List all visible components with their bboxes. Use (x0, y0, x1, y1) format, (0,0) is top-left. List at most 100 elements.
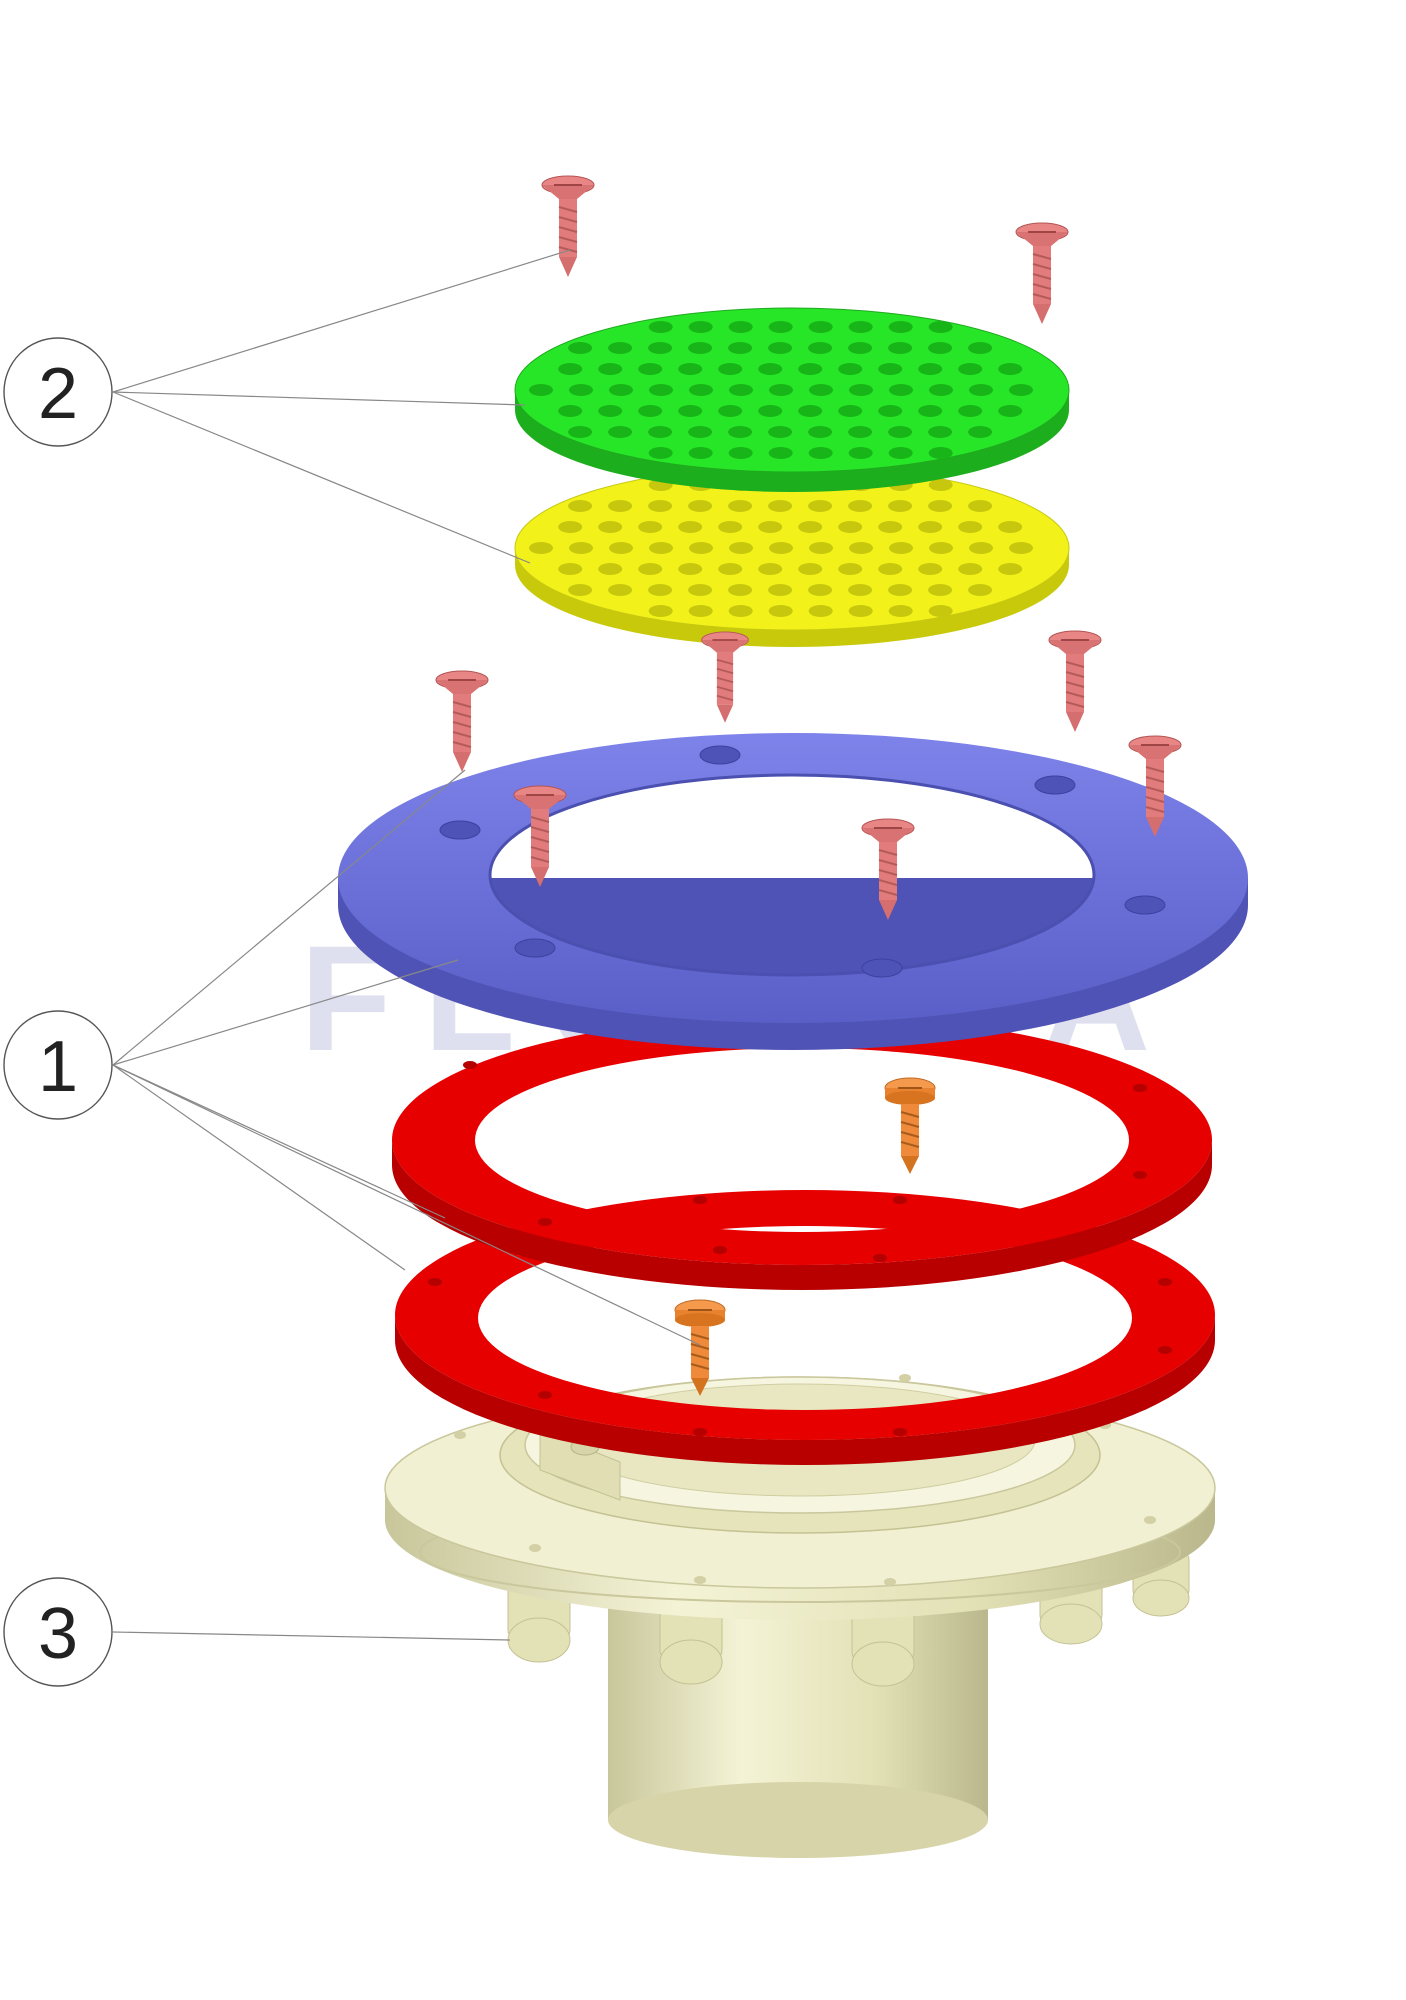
grate-hole (728, 321, 753, 333)
grate-hole (848, 321, 873, 333)
grate-hole (798, 563, 823, 575)
grate-hole (968, 426, 993, 438)
grate-hole (809, 384, 833, 396)
grate-hole (648, 426, 673, 438)
grate-hole (558, 521, 583, 533)
grate-hole (568, 426, 593, 438)
grate-hole (928, 479, 953, 491)
grate-hole (769, 384, 793, 396)
grate-hole (928, 342, 953, 354)
grate-hole (848, 584, 873, 596)
grate-hole (918, 405, 943, 417)
grate-hole (758, 563, 783, 575)
grate-hole (888, 605, 913, 617)
grate-hole (638, 563, 663, 575)
grate-hole (888, 321, 913, 333)
grate-hole (609, 384, 633, 396)
grate-hole (838, 563, 863, 575)
grate-hole (889, 384, 913, 396)
grate-hole (558, 405, 583, 417)
grate-hole (849, 384, 873, 396)
grate-hole (729, 542, 753, 554)
grate-hole (848, 342, 873, 354)
grate-hole (688, 321, 713, 333)
grate-hole (958, 363, 983, 375)
grate-hole (688, 500, 713, 512)
grate-hole (768, 426, 793, 438)
screw-icon-2 (1015, 222, 1069, 325)
grate-hole (648, 584, 673, 596)
grate-hole (768, 605, 793, 617)
gasket-lower (395, 1190, 1215, 1465)
grate-hole (768, 584, 793, 596)
grate-hole (838, 405, 863, 417)
grate-hole (998, 563, 1023, 575)
grate-hole (838, 363, 863, 375)
grate-hole (798, 521, 823, 533)
grate-hole (889, 542, 913, 554)
grate-hole (768, 321, 793, 333)
grate-hole (649, 542, 673, 554)
grate-hole (678, 563, 703, 575)
grate-hole (569, 542, 593, 554)
screw-icon-1 (541, 175, 595, 278)
grate-hole (718, 363, 743, 375)
grate-hole (928, 605, 953, 617)
grate-hole (798, 405, 823, 417)
grate-hole (798, 363, 823, 375)
grate-hole (678, 521, 703, 533)
grate-hole (848, 500, 873, 512)
grate-hole (918, 363, 943, 375)
grate-hole (529, 384, 553, 396)
grate-hole (529, 542, 553, 554)
screw-icon-9 (884, 1077, 936, 1175)
grate-hole (678, 363, 703, 375)
grate-hole (688, 426, 713, 438)
grate-hole (968, 342, 993, 354)
grate-hole (1009, 542, 1033, 554)
grate-hole (688, 447, 713, 459)
grate-hole (808, 500, 833, 512)
grate-hole (888, 426, 913, 438)
grate-hole (758, 521, 783, 533)
grate-hole (888, 447, 913, 459)
grate-hole (958, 563, 983, 575)
grate-hole (568, 500, 593, 512)
grate-bottom (514, 465, 1070, 647)
grate-hole (758, 405, 783, 417)
frame-ring (338, 733, 1248, 1050)
grate-hole (569, 384, 593, 396)
grate-hole (598, 521, 623, 533)
grate-hole (808, 321, 833, 333)
grate-hole (688, 584, 713, 596)
callout-2: 2 (3, 337, 113, 447)
grate-hole (918, 521, 943, 533)
grate-hole (929, 384, 953, 396)
grate-hole (638, 521, 663, 533)
grate-hole (609, 542, 633, 554)
grate-hole (888, 342, 913, 354)
grate-hole (728, 500, 753, 512)
grate-hole (608, 426, 633, 438)
grate-hole (888, 500, 913, 512)
grate-hole (918, 563, 943, 575)
grate-hole (928, 426, 953, 438)
grate-hole (928, 584, 953, 596)
leader-lines (112, 249, 701, 1641)
grate-hole (558, 363, 583, 375)
grate-hole (969, 542, 993, 554)
grate-hole (678, 405, 703, 417)
callout-label: 1 (38, 1027, 78, 1107)
grate-hole (968, 500, 993, 512)
grate-hole (608, 500, 633, 512)
grate-hole (958, 521, 983, 533)
callout-label: 2 (38, 354, 78, 434)
screw-icon-4 (435, 670, 489, 773)
callout-1: 1 (3, 1010, 113, 1120)
grate-hole (638, 405, 663, 417)
grate-hole (928, 321, 953, 333)
grate-hole (769, 542, 793, 554)
grate-hole (728, 426, 753, 438)
grate-hole (598, 563, 623, 575)
grate-hole (608, 584, 633, 596)
